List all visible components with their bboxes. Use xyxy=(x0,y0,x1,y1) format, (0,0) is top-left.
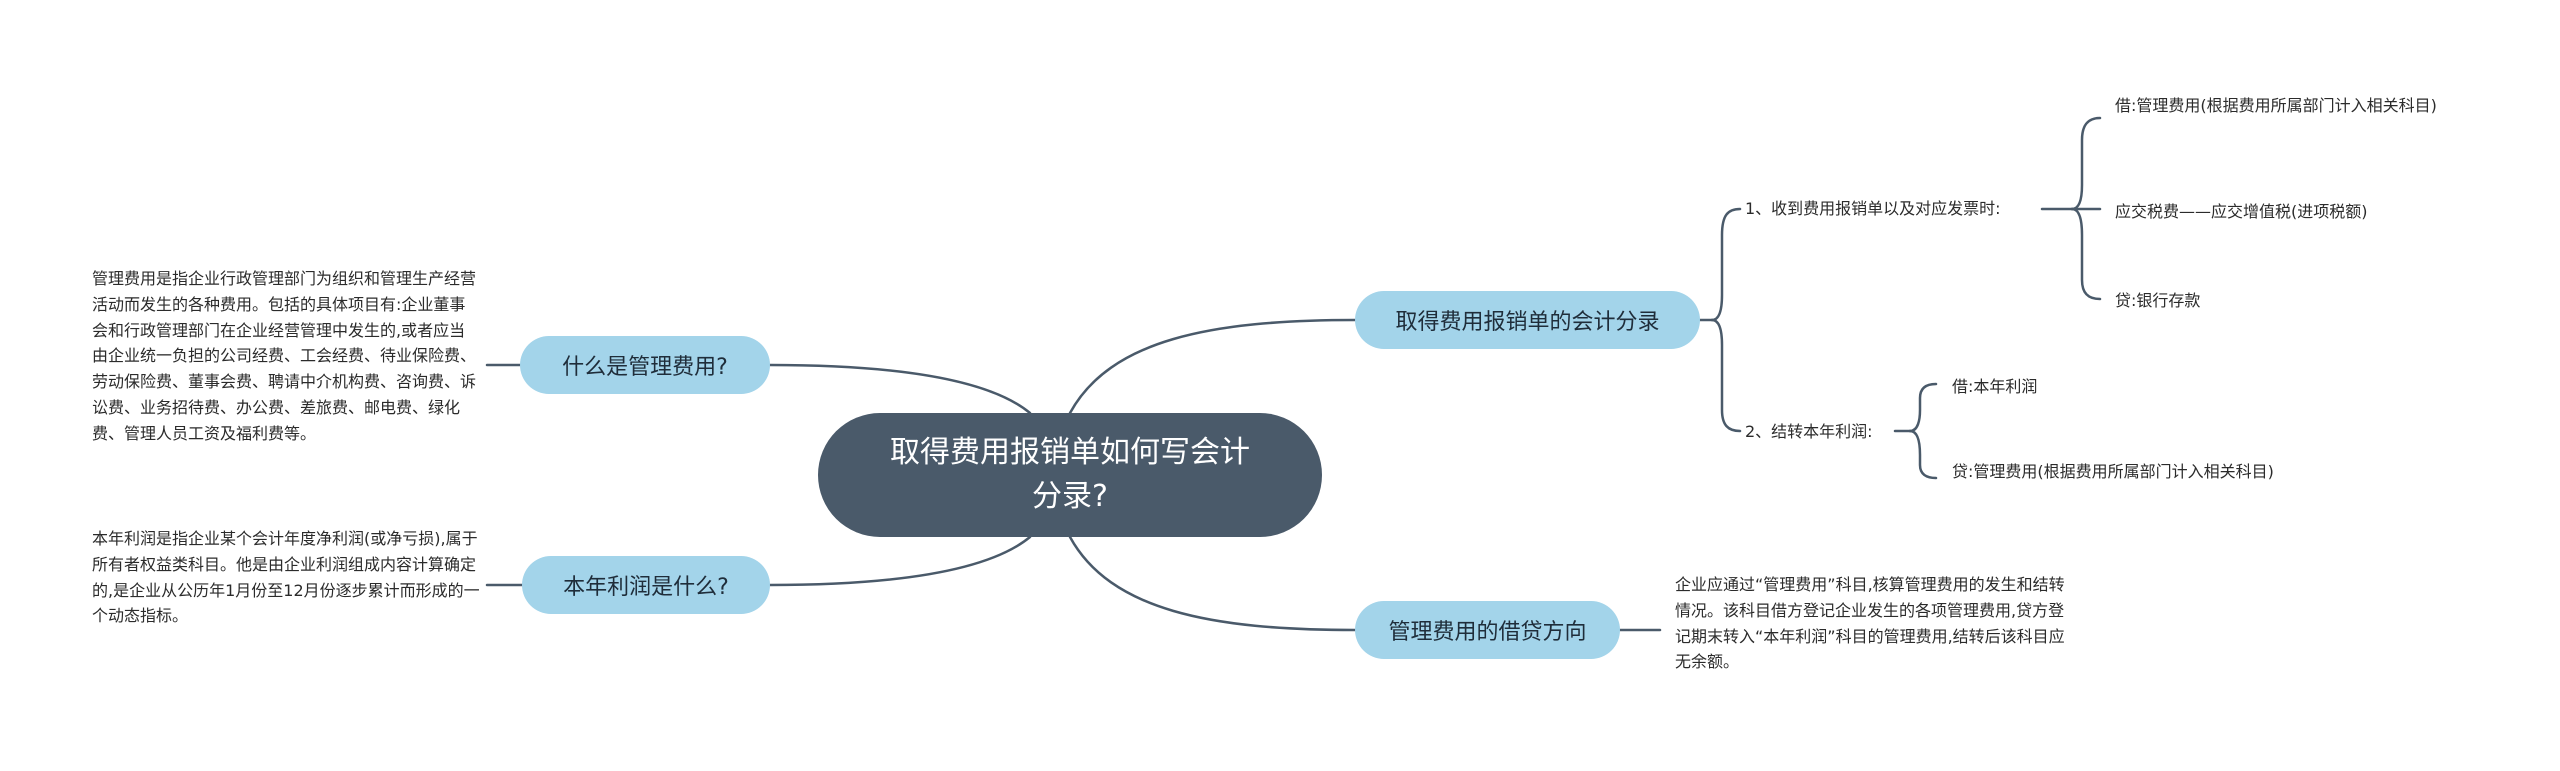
management-expense-description: 管理费用是指企业行政管理部门为组织和管理生产经营活动而发生的各种费用。包括的具体… xyxy=(92,269,477,443)
branch-accounting-entries-label: 取得费用报销单的会计分录 xyxy=(1395,310,1660,335)
step-1-item-credit: 贷:银行存款 xyxy=(2115,291,2201,310)
branch-what-is-management-expense: 什么是管理费用? xyxy=(520,336,770,394)
profit-description: 本年利润是指企业某个会计年度净利润(或净亏损),属于所有者权益类科目。他是由企业… xyxy=(92,529,480,626)
branch-what-is-management-expense-label: 什么是管理费用? xyxy=(562,355,728,380)
branch-what-is-profit-label: 本年利润是什么? xyxy=(563,575,729,600)
root-topic: 取得费用报销单如何写会计分录? xyxy=(818,413,1322,537)
step-1-item-debit: 借:管理费用(根据费用所属部门计入相关科目) xyxy=(2115,96,2437,115)
step-2-label: 2、结转本年利润: xyxy=(1745,422,1873,441)
branch-debit-credit-direction-label: 管理费用的借贷方向 xyxy=(1388,620,1587,645)
step-1-item-tax: 应交税费——应交增值税(进项税额) xyxy=(2115,202,2368,221)
root-title: 取得费用报销单如何写会计分录? xyxy=(890,435,1250,514)
debit-credit-description: 企业应通过“管理费用”科目,核算管理费用的发生和结转情况。该科目借方登记企业发生… xyxy=(1675,575,2065,672)
step-1-label: 1、收到费用报销单以及对应发票时: xyxy=(1745,199,2001,218)
branch-what-is-profit: 本年利润是什么? xyxy=(522,556,770,614)
step-2-item-credit: 贷:管理费用(根据费用所属部门计入相关科目) xyxy=(1952,462,2274,481)
branch-debit-credit-direction: 管理费用的借贷方向 xyxy=(1355,601,1620,659)
step-2-item-debit: 借:本年利润 xyxy=(1952,377,2038,396)
branch-accounting-entries: 取得费用报销单的会计分录 xyxy=(1355,291,1700,349)
